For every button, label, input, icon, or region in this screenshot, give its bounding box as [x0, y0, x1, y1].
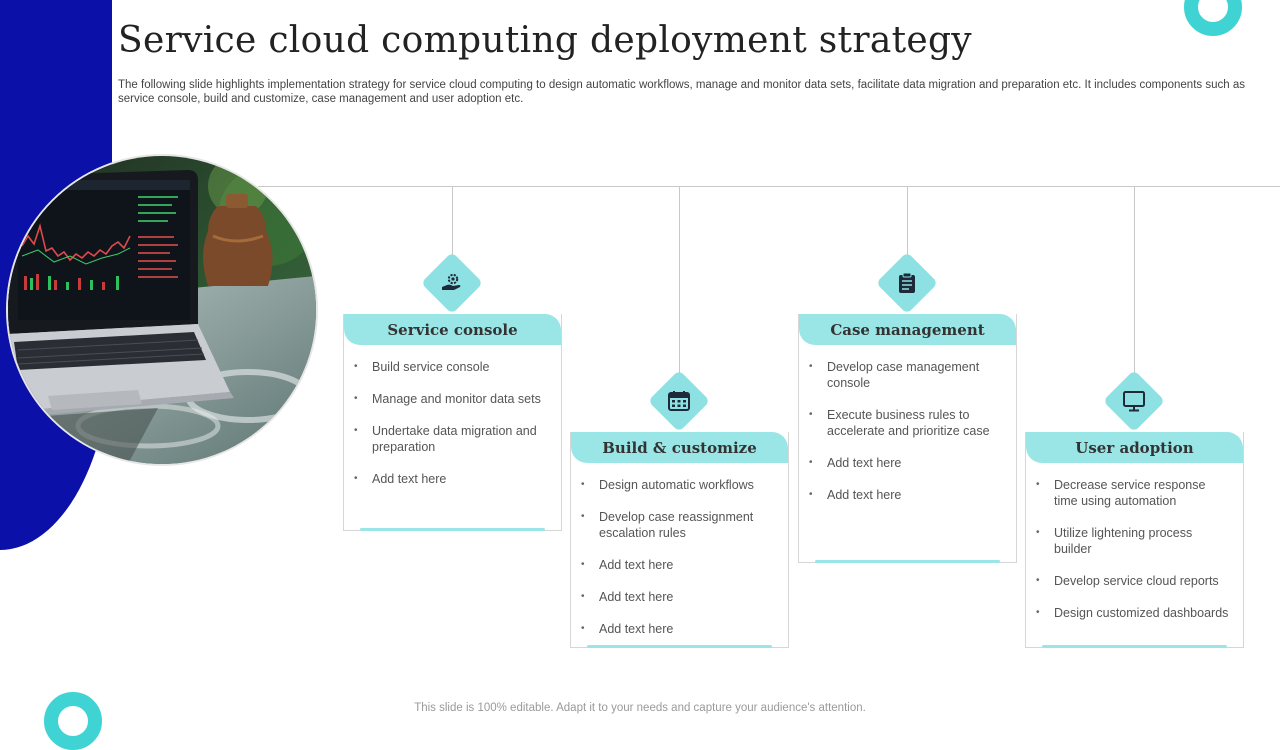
- clipboard-icon: [893, 269, 921, 297]
- connector-line: [679, 186, 680, 374]
- list-item: Execute business rules to accelerate and…: [809, 407, 1004, 439]
- list-item: Develop service cloud reports: [1036, 573, 1231, 589]
- card-build-customize: Build & customize Design automatic workf…: [570, 432, 789, 648]
- list-item: Add text here: [809, 487, 1004, 503]
- list-item: Utilize lightening process builder: [1036, 525, 1231, 557]
- laptop-photo: [6, 154, 318, 466]
- card-accent-bar: [1042, 645, 1227, 648]
- list-item: Develop case reassignment escalation rul…: [581, 509, 776, 541]
- card-service-console: Service console Build service console Ma…: [343, 314, 562, 531]
- list-item: Decrease service response time using aut…: [1036, 477, 1231, 509]
- list-item: Add text here: [354, 471, 549, 487]
- list-item: Develop case management console: [809, 359, 1004, 391]
- list-item: Design automatic workflows: [581, 477, 776, 493]
- card-user-adoption: User adoption Decrease service response …: [1025, 432, 1244, 648]
- monitor-icon: [1120, 387, 1148, 415]
- list-item: Add text here: [581, 589, 776, 605]
- card-title: Build & customize: [571, 432, 788, 463]
- connector-line: [907, 186, 908, 256]
- card-case-management: Case management Develop case management …: [798, 314, 1017, 563]
- card-accent-bar: [815, 560, 1000, 563]
- list-item: Design customized dashboards: [1036, 605, 1231, 621]
- card-title: Service console: [344, 314, 561, 345]
- list-item: Add text here: [809, 455, 1004, 471]
- connector-line: [452, 186, 453, 256]
- list-item: Add text here: [581, 557, 776, 573]
- list-item: Undertake data migration and preparation: [354, 423, 549, 455]
- footnote: This slide is 100% editable. Adapt it to…: [414, 702, 866, 714]
- card-accent-bar: [587, 645, 772, 648]
- teal-ring-bottom-decoration: [44, 692, 102, 750]
- list-item: Manage and monitor data sets: [354, 391, 549, 407]
- slide-title: Service cloud computing deployment strat…: [118, 20, 972, 61]
- teal-ring-top-decoration: [1184, 0, 1242, 36]
- connector-line: [1134, 186, 1135, 374]
- hand-gear-icon: [438, 269, 466, 297]
- list-item: Add text here: [581, 621, 776, 637]
- slide-subtitle: The following slide highlights implement…: [118, 79, 1245, 105]
- calendar-icon: [665, 387, 693, 415]
- card-title: User adoption: [1026, 432, 1243, 463]
- list-item: Build service console: [354, 359, 549, 375]
- laptop-photo-illustration: [8, 156, 316, 464]
- card-accent-bar: [360, 528, 545, 531]
- card-title: Case management: [799, 314, 1016, 345]
- timeline-connector: [258, 186, 1280, 187]
